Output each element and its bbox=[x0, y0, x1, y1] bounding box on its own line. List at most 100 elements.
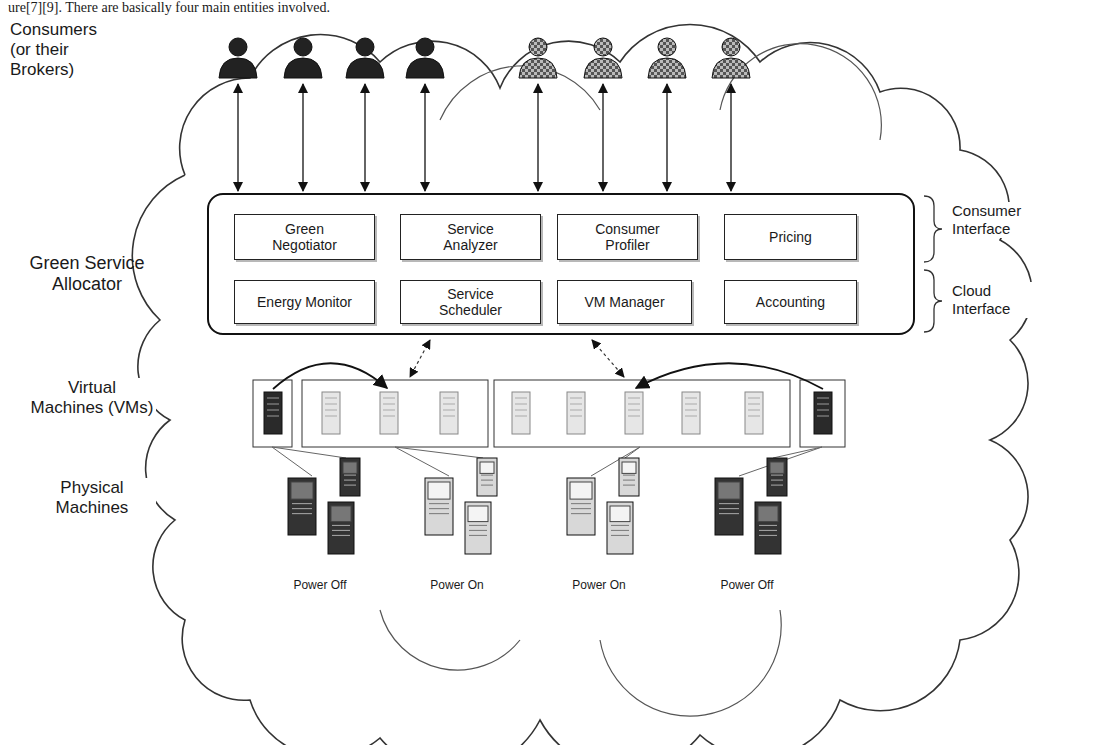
server-stripe bbox=[623, 480, 635, 481]
server-stripe bbox=[344, 485, 356, 486]
consumer-arrow bbox=[237, 84, 238, 191]
server-panel bbox=[770, 462, 784, 473]
consumer-head bbox=[416, 38, 434, 56]
component-box: Energy Monitor bbox=[234, 280, 375, 324]
consumer-arrow bbox=[666, 84, 667, 191]
vm-stripe bbox=[515, 398, 527, 399]
server-panel bbox=[428, 482, 450, 499]
vm-server bbox=[322, 392, 340, 434]
physical-server bbox=[607, 502, 633, 554]
server-stripe bbox=[571, 513, 591, 514]
component-name: Accounting bbox=[756, 294, 825, 310]
component-name: VM Manager bbox=[584, 294, 664, 310]
vm-server bbox=[745, 392, 763, 434]
component-name: Service Scheduler bbox=[423, 286, 518, 318]
mapping-line bbox=[773, 447, 822, 458]
server-stripe bbox=[481, 475, 493, 476]
server-panel bbox=[718, 482, 740, 499]
vm-stripe bbox=[515, 404, 527, 405]
consumer-body bbox=[284, 58, 322, 78]
vm-stripe bbox=[817, 404, 829, 405]
physical-server bbox=[567, 478, 595, 535]
vm-stripe bbox=[515, 416, 527, 417]
component-box: Accounting bbox=[724, 280, 857, 324]
physical-server bbox=[715, 478, 743, 535]
vm-stripe bbox=[383, 404, 395, 405]
server-stripe bbox=[719, 508, 739, 509]
server-panel bbox=[758, 506, 778, 522]
vm-stripe bbox=[628, 404, 640, 405]
interface-label: Consumer Interface bbox=[950, 202, 1049, 238]
component-name: Consumer Profiler bbox=[580, 221, 675, 253]
server-stripe bbox=[571, 503, 591, 504]
server-stripe bbox=[344, 480, 356, 481]
vm-stripe bbox=[628, 410, 640, 411]
server-panel bbox=[291, 482, 313, 499]
vm-stripe bbox=[383, 398, 395, 399]
interface-label: Cloud Interface bbox=[950, 282, 1049, 318]
cloud-inner-arc bbox=[720, 44, 881, 140]
server-stripe bbox=[623, 475, 635, 476]
consumer-arrow bbox=[302, 84, 303, 191]
vm-stripe bbox=[267, 410, 279, 411]
layer-heading: Green Service Allocator bbox=[27, 253, 147, 295]
vm-server bbox=[264, 392, 282, 434]
vm-stripe bbox=[325, 404, 337, 405]
vm-stripe bbox=[628, 398, 640, 399]
vm-stripe bbox=[748, 416, 760, 417]
vm-server bbox=[625, 392, 643, 434]
server-stripe bbox=[759, 525, 777, 526]
consumer-arrow bbox=[537, 84, 538, 191]
vm-stripe bbox=[267, 398, 279, 399]
server-stripe bbox=[429, 508, 449, 509]
cloud-inner-arc bbox=[600, 610, 781, 716]
mapping-line bbox=[395, 447, 449, 476]
vm-stripe bbox=[817, 416, 829, 417]
consumer-body bbox=[519, 58, 557, 78]
vm-group-box bbox=[302, 380, 488, 447]
consumer-body bbox=[648, 58, 686, 78]
server-stripe bbox=[623, 485, 635, 486]
vm-stripe bbox=[325, 398, 337, 399]
physical-server bbox=[328, 502, 354, 554]
physical-server bbox=[465, 502, 491, 554]
physical-server bbox=[425, 478, 453, 535]
server-stripe bbox=[481, 485, 493, 486]
component-box: Green Negotiator bbox=[234, 214, 375, 260]
vm-stripe bbox=[685, 416, 697, 417]
server-stripe bbox=[611, 530, 629, 531]
server-stripe bbox=[759, 535, 777, 536]
consumer-body bbox=[712, 58, 750, 78]
consumer-body bbox=[406, 58, 444, 78]
vm-stripe bbox=[515, 410, 527, 411]
component-name: Green Negotiator bbox=[257, 221, 352, 253]
consumer-body bbox=[346, 58, 384, 78]
vm-group-box bbox=[494, 380, 790, 447]
component-name: Pricing bbox=[769, 229, 812, 245]
server-panel bbox=[570, 482, 592, 499]
vm-stripe bbox=[443, 410, 455, 411]
vm-stripe bbox=[267, 416, 279, 417]
server-panel bbox=[343, 462, 357, 473]
server-stripe bbox=[759, 530, 777, 531]
server-stripe bbox=[292, 503, 312, 504]
vm-server bbox=[440, 392, 458, 434]
mapping-line bbox=[272, 447, 312, 476]
vm-group-box bbox=[253, 380, 292, 447]
server-stripe bbox=[571, 508, 591, 509]
mapping-line bbox=[272, 447, 346, 458]
physical-server bbox=[619, 458, 639, 496]
vm-stripe bbox=[325, 416, 337, 417]
vm-stripe bbox=[685, 410, 697, 411]
physical-server bbox=[288, 478, 316, 535]
physical-server bbox=[767, 458, 787, 496]
consumer-arrow bbox=[364, 84, 365, 191]
consumer-arrow bbox=[730, 84, 731, 191]
server-stripe bbox=[429, 513, 449, 514]
allocator-panel: Green Service AllocatorGreen NegotiatorS… bbox=[207, 193, 915, 335]
vm-stripe bbox=[817, 398, 829, 399]
migration-arrow bbox=[273, 363, 387, 389]
control-arrow bbox=[592, 340, 624, 377]
vm-stripe bbox=[443, 404, 455, 405]
component-name: Service Analyzer bbox=[423, 221, 518, 253]
